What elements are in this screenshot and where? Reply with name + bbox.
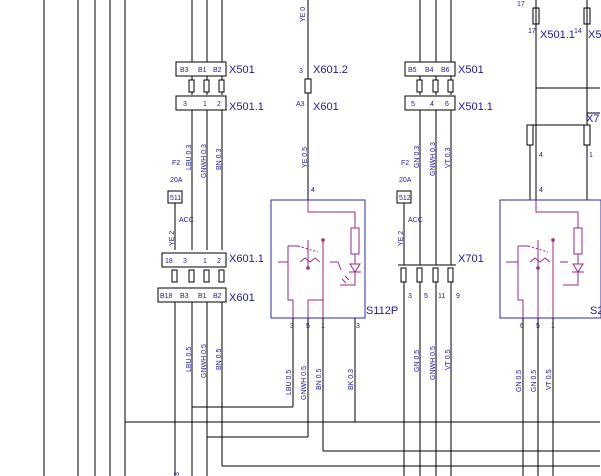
acc-label: ACC: [408, 217, 423, 224]
right-connector-group: B5 B4 B6 X501 5 4 6 X501.1 GN 0.3 GNWH 0…: [396, 0, 493, 476]
wire-label: LBU 0.5: [286, 370, 293, 395]
connector-label-x601-2: X601.2: [313, 64, 348, 76]
connector-label-x501-1-right: X501.1: [458, 101, 493, 113]
pin-label: 4: [311, 187, 315, 194]
fuse-rating: 20A: [170, 177, 183, 184]
connector-label-x701: X701: [458, 253, 484, 265]
pin-label: B5: [408, 67, 417, 74]
wire-label: GNWH 0.5: [430, 346, 437, 380]
pin-label: 4: [539, 152, 543, 159]
pin-label: 11: [438, 293, 445, 300]
wire-label: GNWH 0.5: [301, 366, 308, 400]
wire-label: GN 0.5: [516, 370, 523, 392]
pin-label: 5: [411, 101, 415, 108]
pin-label: 6: [445, 101, 449, 108]
wire-label: LBU 0.5: [186, 347, 193, 372]
connector-label-x601: X601: [229, 292, 255, 304]
wire-label: GNWH 0.3: [430, 142, 437, 176]
wire-label: BK 0.3: [348, 369, 355, 390]
pin-label: 3: [356, 323, 360, 330]
pin-label: 3: [183, 101, 187, 108]
fuse-box-number: 511: [170, 195, 181, 202]
connector-label-x601-top: X601: [313, 101, 339, 113]
pin-label: 3: [183, 258, 187, 265]
pin-label: 3: [408, 293, 412, 300]
pin-label: 17: [517, 1, 525, 8]
pin-label: 4: [430, 101, 434, 108]
pin-label: B3: [180, 67, 189, 74]
wire-label: VT 0.3: [445, 147, 452, 168]
pin-label: 17: [528, 28, 536, 35]
connector-label-x601-1: X601.1: [229, 253, 264, 265]
acc-label: ACC: [179, 217, 194, 224]
wire-label: BN 0.5: [216, 348, 223, 370]
pin-label: 18: [165, 258, 173, 265]
connector-label-x501-1-top: X501.1: [540, 29, 575, 41]
switch-s112p-group: YE 0 3 X601.2 A3 X601 YE 0.5 4 3 5 1: [125, 0, 600, 452]
wire-label: GNWH 0.3: [201, 144, 208, 178]
wire-label: YE 0: [300, 7, 307, 22]
switch-s2-group: 17 X501.1 17 14 X5 X7 4 1 4: [499, 0, 601, 476]
connector-label-x5: X5: [588, 29, 601, 41]
pin-label: 5: [424, 293, 428, 300]
left-connector-group: B3 B1 B2 X501 3 1 2 X501.1 LBU 0.3 GNWH …: [157, 0, 600, 476]
wire-label: YE 0.5: [302, 147, 309, 168]
pin-label: 2: [217, 101, 221, 108]
connector-label-x501-1: X501.1: [229, 101, 264, 113]
connector-label-x501: X501: [229, 64, 255, 76]
pin-label: B6: [441, 67, 450, 74]
left-border-lines: [43, 0, 126, 476]
pin-label: 1: [203, 258, 207, 265]
wire-label: GNWH 0.5: [201, 344, 208, 378]
switch-label-s112p: S112P: [366, 305, 398, 317]
fuse-box-number: 512: [399, 195, 411, 202]
pin-label: 4: [539, 187, 543, 194]
fuse-label: F2: [172, 160, 180, 167]
switch-label-s2: S2: [590, 305, 601, 317]
wire-label: VT 0.5: [445, 349, 452, 370]
pin-label: B2: [213, 67, 222, 74]
pin-label: B4: [425, 67, 434, 74]
pin-label: 2: [217, 258, 221, 265]
pin-label: B18: [160, 293, 173, 300]
pin-label: 1: [589, 152, 593, 159]
wire-label: VT 0.5: [546, 369, 553, 390]
pin-label: 3: [290, 323, 294, 330]
fuse-rating: 20A: [399, 177, 412, 184]
wire-label: GN 0.3: [414, 146, 421, 168]
pin-label: 6: [520, 323, 524, 330]
pin-label: A3: [296, 101, 305, 108]
connector-label-x501-right: X501: [458, 64, 484, 76]
pin-label: 14: [574, 28, 582, 35]
pin-label: 3: [299, 68, 303, 75]
wire-label: YE 2: [398, 231, 405, 246]
pin-label: B1: [198, 67, 207, 74]
connector-label-x7: X7: [586, 113, 599, 125]
wire-label: BN 0.5: [316, 368, 323, 390]
wire-label: LBU 0.3: [186, 145, 193, 170]
pin-label: B1: [198, 293, 207, 300]
pin-label: B2: [213, 293, 222, 300]
pin-label: 9: [456, 293, 460, 300]
fuse-label: F2: [401, 160, 409, 167]
pin-label: B3: [180, 293, 189, 300]
pin-label: 3: [174, 472, 181, 476]
wire-label: YE 2: [169, 231, 176, 246]
wire-label: GN 0.5: [531, 370, 538, 392]
wire-label: GN 0.5: [414, 350, 421, 372]
wire-label: BN 0.3: [216, 148, 223, 170]
pin-label: 1: [203, 101, 207, 108]
